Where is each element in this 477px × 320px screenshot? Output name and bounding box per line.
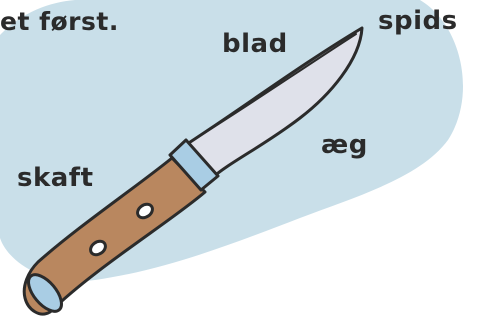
label-blade: blad <box>222 29 288 59</box>
caption-text: et først. <box>0 7 119 36</box>
label-handle: skaft <box>17 163 94 193</box>
label-tip: spids <box>378 6 458 36</box>
label-edge: æg <box>321 130 368 160</box>
